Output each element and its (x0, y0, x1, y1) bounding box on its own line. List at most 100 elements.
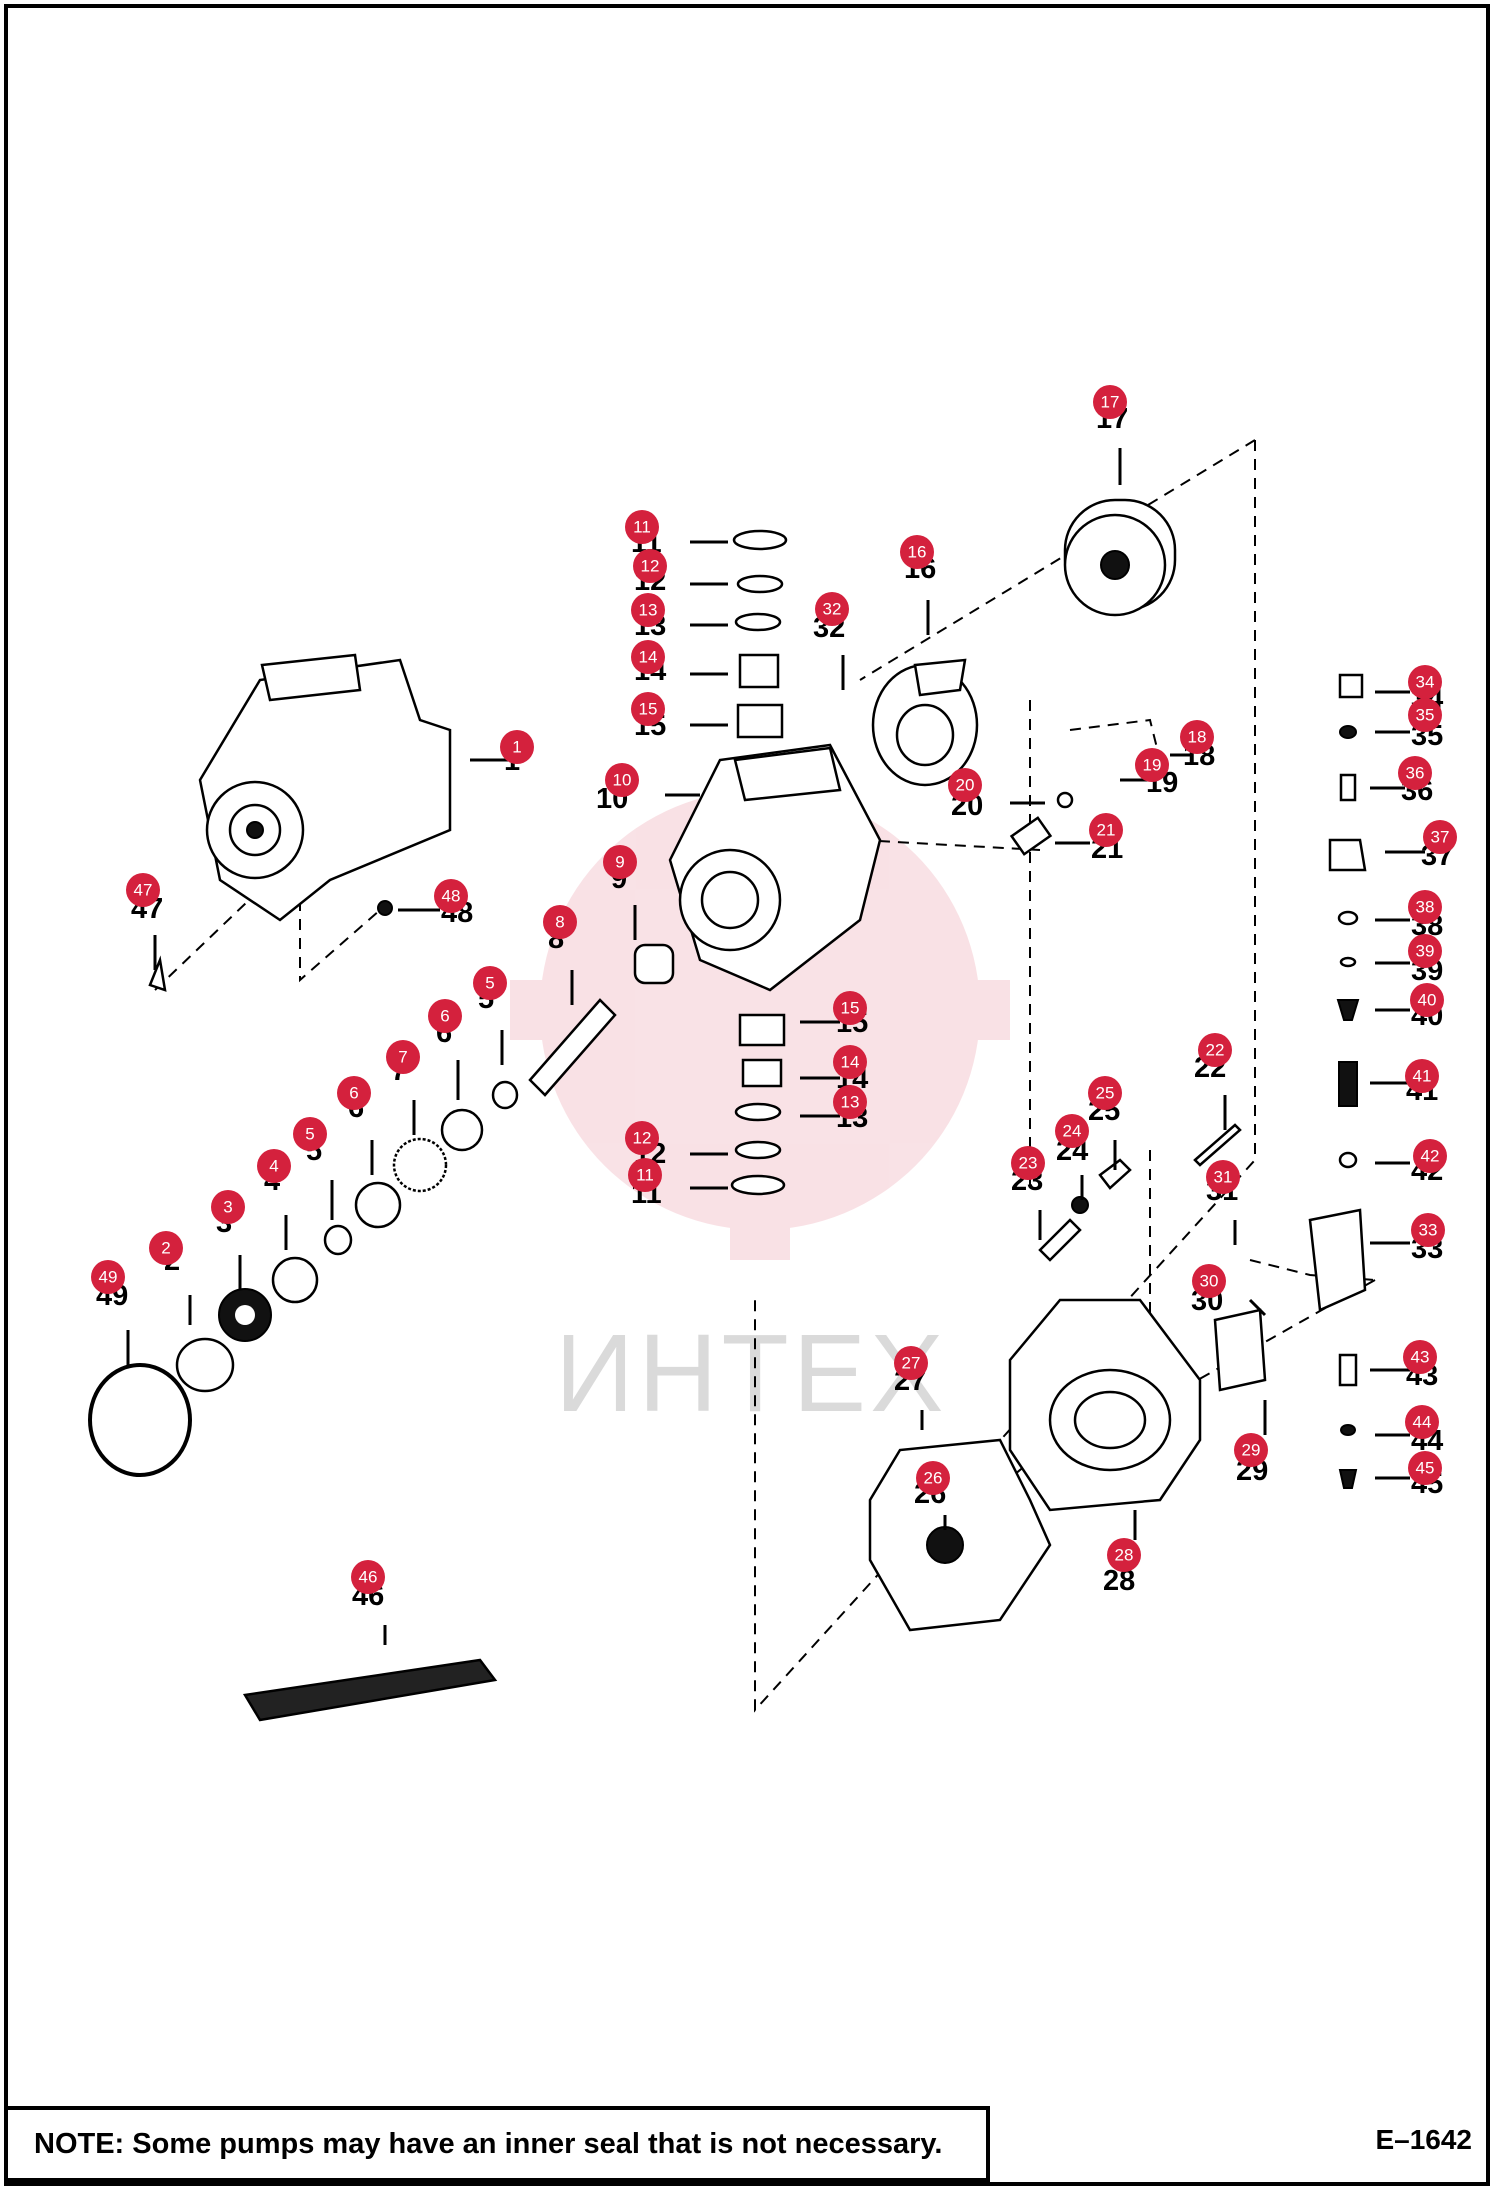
part-badge-14b[interactable] (833, 1045, 867, 1079)
part-badge-label-7: 7 (398, 1048, 407, 1067)
part-badge-12b[interactable] (625, 1121, 659, 1155)
part-badge-15b[interactable] (833, 991, 867, 1025)
part-badge-6a[interactable] (337, 1076, 371, 1110)
part-badge-label-13a: 13 (639, 601, 658, 620)
part-badge-29[interactable] (1234, 1433, 1268, 1467)
part-badge-31[interactable] (1206, 1160, 1240, 1194)
part-badge-41[interactable] (1405, 1059, 1439, 1093)
part-badge-label-12b: 12 (633, 1129, 652, 1148)
part-badge-1[interactable] (500, 730, 534, 764)
leader-line-30 (1248, 1298, 1267, 1317)
part-badge-18[interactable] (1180, 720, 1214, 754)
part-badge-32[interactable] (815, 592, 849, 626)
part-badge-5a[interactable] (293, 1117, 327, 1151)
part-badge-label-11a: 11 (633, 518, 651, 537)
part-badge-19[interactable] (1135, 748, 1169, 782)
part-badge-10[interactable] (605, 763, 639, 797)
part-badge-label-14b: 14 (841, 1053, 860, 1072)
part-badge-7[interactable] (386, 1040, 420, 1074)
part-badge-35[interactable] (1408, 698, 1442, 732)
part-badge-47[interactable] (126, 873, 160, 907)
part-badge-28[interactable] (1107, 1538, 1141, 1572)
part-badge-37[interactable] (1423, 820, 1457, 854)
part-badge-16[interactable] (900, 535, 934, 569)
note-text: NOTE: Some pumps may have an inner seal … (4, 2106, 990, 2182)
part-badge-label-3: 3 (223, 1198, 232, 1217)
part-badge-21[interactable] (1089, 813, 1123, 847)
part-badge-label-16: 16 (908, 543, 927, 562)
part-badge-label-39: 39 (1416, 942, 1435, 961)
part-badge-label-38: 38 (1416, 898, 1435, 917)
part-badge-label-40: 40 (1418, 991, 1437, 1010)
part-badge-label-45: 45 (1416, 1459, 1435, 1478)
part-badge-48[interactable] (434, 879, 468, 913)
bearing-housing-16 (871, 658, 979, 787)
part-badge-46[interactable] (351, 1560, 385, 1594)
part-badge-label-44: 44 (1413, 1413, 1432, 1432)
part-badge-34[interactable] (1408, 665, 1442, 699)
part-badge-11a[interactable] (625, 510, 659, 544)
part-badge-27[interactable] (894, 1346, 928, 1380)
part-badge-label-29: 29 (1242, 1441, 1261, 1460)
part-badge-40[interactable] (1410, 983, 1444, 1017)
part-badge-43[interactable] (1403, 1340, 1437, 1374)
part-badge-39[interactable] (1408, 934, 1442, 968)
end-housing-28 (1008, 1298, 1202, 1512)
part-badge-42[interactable] (1413, 1139, 1447, 1173)
part-badge-label-23: 23 (1019, 1154, 1038, 1173)
part-badge-label-6a: 6 (349, 1084, 358, 1103)
part-badge-label-1: 1 (512, 738, 521, 757)
part-badge-label-21: 21 (1097, 821, 1116, 840)
part-badge-11b[interactable] (628, 1158, 662, 1192)
part-badge-label-30: 30 (1200, 1272, 1219, 1291)
part-badge-33[interactable] (1411, 1213, 1445, 1247)
part-badge-label-43: 43 (1411, 1348, 1430, 1367)
part-badge-label-26: 26 (924, 1469, 943, 1488)
gasket-27 (868, 1438, 1052, 1632)
part-badge-label-46: 46 (359, 1568, 378, 1587)
part-badge-22[interactable] (1198, 1033, 1232, 1067)
part-badge-36[interactable] (1398, 756, 1432, 790)
part-badge-13b[interactable] (833, 1085, 867, 1119)
part-badge-6b[interactable] (428, 999, 462, 1033)
part-badge-label-17: 17 (1101, 393, 1120, 412)
part-badge-label-47: 47 (134, 881, 153, 900)
part-badge-15a[interactable] (631, 692, 665, 726)
part-badge-4[interactable] (257, 1149, 291, 1183)
part-badge-label-12a: 12 (641, 557, 660, 576)
part-badge-9[interactable] (603, 845, 637, 879)
part-badge-24[interactable] (1055, 1114, 1089, 1148)
part-badge-label-32: 32 (823, 600, 842, 619)
part-labels: 1122334455667766558899101011111212131314… (91, 385, 1457, 1645)
part-badge-label-48: 48 (442, 887, 461, 906)
drawing-code: E–1642 (1375, 2124, 1472, 2155)
part-badge-8[interactable] (543, 905, 577, 939)
seals-and-shaft (88, 529, 1367, 1722)
part-badge-label-34: 34 (1416, 673, 1435, 692)
part-badge-23[interactable] (1011, 1146, 1045, 1180)
part-badge-49[interactable] (91, 1260, 125, 1294)
part-badge-17[interactable] (1093, 385, 1127, 419)
part-badge-12a[interactable] (633, 549, 667, 583)
part-badge-label-13b: 13 (841, 1093, 860, 1112)
part-badge-44[interactable] (1405, 1405, 1439, 1439)
part-badge-3[interactable] (211, 1190, 245, 1224)
part-badge-13a[interactable] (631, 593, 665, 627)
part-badge-label-49: 49 (99, 1268, 118, 1287)
part-badge-45[interactable] (1408, 1451, 1442, 1485)
part-badge-30[interactable] (1192, 1264, 1226, 1298)
part-badge-label-14a: 14 (639, 648, 658, 667)
part-badge-25[interactable] (1088, 1076, 1122, 1110)
part-badge-label-37: 37 (1431, 828, 1450, 847)
page-frame (4, 4, 1490, 2186)
part-badge-20[interactable] (948, 768, 982, 802)
rotating-group-17 (1063, 498, 1177, 617)
part-badge-5b[interactable] (473, 966, 507, 1000)
part-badge-14a[interactable] (631, 640, 665, 674)
part-badge-label-27: 27 (902, 1354, 921, 1373)
part-badge-38[interactable] (1408, 890, 1442, 924)
part-badge-label-5a: 5 (305, 1125, 314, 1144)
part-badge-2[interactable] (149, 1231, 183, 1265)
part-badge-26[interactable] (916, 1461, 950, 1495)
pump-housing-10 (668, 743, 882, 992)
